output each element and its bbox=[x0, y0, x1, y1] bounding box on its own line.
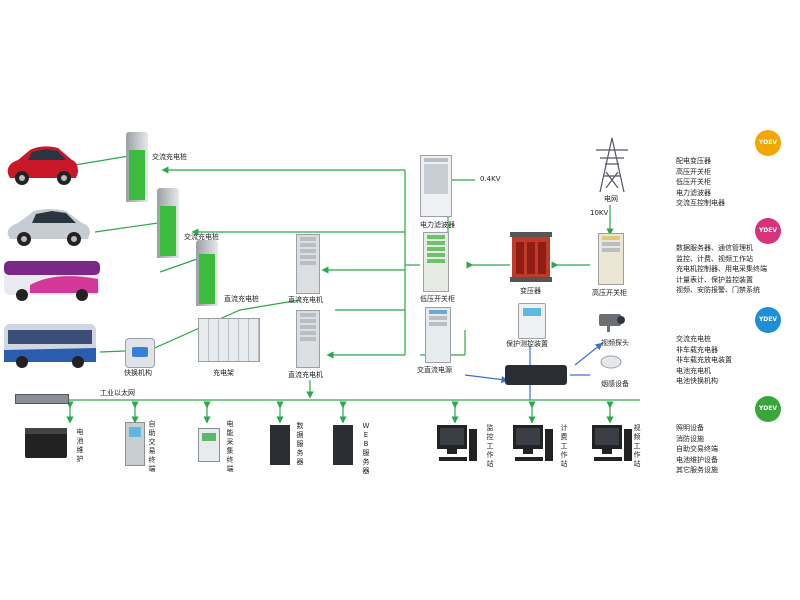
dc-charger-2-label: 直流充电机 bbox=[288, 371, 323, 379]
protection-device bbox=[518, 303, 546, 339]
ac-charging-pile-2 bbox=[157, 188, 179, 258]
ac-pile-2-label: 交流充电桩 bbox=[184, 233, 219, 241]
swap-label: 快换机构 bbox=[124, 369, 152, 377]
low-switch-label: 低压开关柜 bbox=[420, 295, 455, 303]
kiosk-label: 自助交易终端 bbox=[148, 420, 156, 473]
list-item: 电池充电机 bbox=[676, 366, 711, 375]
panel-charging-header: 充电系统 bbox=[655, 311, 780, 328]
list-item: 交流充电桩 bbox=[676, 335, 711, 343]
voltage-04-label: 0.4KV bbox=[480, 175, 501, 183]
list-item: 非车载充放电装置 bbox=[676, 356, 732, 364]
network-switch-icon bbox=[505, 365, 567, 385]
monitor-workstation-icon bbox=[437, 425, 477, 461]
blue-bus-icon bbox=[4, 324, 96, 368]
battery-label: 电池维护 bbox=[76, 428, 84, 463]
charging-rack bbox=[198, 318, 260, 362]
dc-charger-cabinet-1 bbox=[296, 234, 320, 294]
list-item: 自助交易终端 bbox=[676, 445, 718, 453]
camera-icon bbox=[599, 314, 625, 332]
low-voltage-switchgear bbox=[423, 232, 449, 292]
dc-charging-pile bbox=[196, 240, 218, 306]
panel-distribution-list: 配电变压器 高压开关柜 低压开关柜 电力滤波器 交流互控制电器 bbox=[676, 156, 725, 209]
video-workstation-icon bbox=[592, 425, 632, 461]
smoke-label: 烟感设备 bbox=[601, 380, 629, 388]
data-server-label: 数据服务器 bbox=[296, 422, 304, 466]
list-item: 配电变压器 bbox=[676, 157, 711, 165]
panel-charging-title: 充电系统 bbox=[663, 314, 703, 325]
panel-facilities-list: 照明设备 消防设施 自助交易终端 电池维护设备 其它服务设施 bbox=[676, 423, 718, 476]
red-sedan-icon bbox=[7, 146, 78, 185]
list-item: 电力滤波器 bbox=[676, 188, 711, 197]
grid-label: 电网 bbox=[604, 195, 618, 203]
dc-charger-1-label: 直流充电机 bbox=[288, 296, 323, 304]
billing-workstation-icon bbox=[513, 425, 553, 461]
pink-bus-icon bbox=[4, 261, 100, 301]
energy-terminal-label: 电能采集终端 bbox=[226, 420, 234, 473]
filter-label: 电力滤波器 bbox=[420, 221, 455, 229]
energy-terminal-icon bbox=[198, 428, 220, 462]
smoke-detector-icon bbox=[600, 355, 622, 369]
panel-facilities-title: 配套设施 bbox=[663, 403, 703, 414]
high-switch-label: 高压开关柜 bbox=[592, 289, 627, 297]
panel-facilities-header: 配套设施 bbox=[655, 400, 780, 417]
web-server-icon bbox=[333, 425, 353, 465]
ydev-badge-icon: YDEV bbox=[755, 307, 781, 333]
acdc-power-label: 交直流电源 bbox=[417, 366, 452, 374]
list-item: 视频、安防报警、门禁系统 bbox=[676, 286, 760, 294]
panel-monitoring-header: 监控系统 bbox=[655, 222, 780, 239]
kiosk-icon bbox=[125, 422, 145, 466]
panel-monitoring-list: 数据服务器、通信管理机 监控、计费、视频工作站 充电机控制器、用电采集终端 计量… bbox=[676, 243, 767, 296]
voltage-10-label: 10KV bbox=[590, 209, 609, 217]
list-item: 充电机控制器、用电采集终端 bbox=[676, 265, 767, 273]
list-item: 交流互控制电器 bbox=[676, 199, 725, 207]
monitor-ws-label: 监控工作站 bbox=[486, 424, 494, 468]
power-tower-icon bbox=[596, 137, 628, 193]
list-item: 低压开关柜 bbox=[676, 178, 711, 186]
billing-ws-label: 计费工作站 bbox=[560, 424, 568, 468]
rack-label: 充电架 bbox=[213, 369, 234, 377]
high-voltage-switchgear bbox=[598, 233, 624, 285]
camera-label: 视频探头 bbox=[601, 339, 629, 347]
list-item: 高压开关柜 bbox=[676, 167, 711, 176]
silver-sedan-icon bbox=[7, 209, 90, 246]
video-ws-label: 视频工作站 bbox=[633, 424, 641, 468]
list-item: 监控、计费、视频工作站 bbox=[676, 254, 753, 263]
panel-distribution-title: 配电系统 bbox=[663, 137, 703, 148]
ac-pile-1-label: 交流充电桩 bbox=[152, 153, 187, 161]
panel-distribution-header: 配电系统 bbox=[655, 134, 780, 151]
list-item: 非车载充电器 bbox=[676, 345, 718, 354]
protect-label: 保护测控装置 bbox=[506, 340, 548, 348]
list-item: 照明设备 bbox=[676, 424, 704, 432]
panel-charging-list: 交流充电桩 非车载充电器 非车载充放电装置 电池充电机 电池快换机构 bbox=[676, 334, 732, 387]
list-item: 计量表计、保护监控装置 bbox=[676, 275, 753, 284]
swap-mechanism bbox=[125, 338, 155, 368]
dc-charger-cabinet-2 bbox=[296, 310, 320, 368]
data-server-icon bbox=[270, 425, 290, 465]
acdc-power-cabinet bbox=[425, 307, 451, 363]
ethernet-label: 工业以太网 bbox=[100, 389, 135, 397]
list-item: 消防设施 bbox=[676, 434, 704, 443]
ac-charging-pile-1 bbox=[126, 132, 148, 202]
dc-pile-label: 直流充电桩 bbox=[224, 295, 259, 303]
list-item: 其它服务设施 bbox=[676, 466, 718, 474]
transformer-label: 变压器 bbox=[520, 287, 541, 295]
ydev-badge-icon: YDEV bbox=[755, 218, 781, 244]
list-item: 电池维护设备 bbox=[676, 455, 718, 464]
transformer-icon bbox=[510, 232, 552, 282]
ydev-badge-icon: YDEV bbox=[755, 130, 781, 156]
battery-icon bbox=[25, 428, 67, 458]
ydev-badge-icon: YDEV bbox=[755, 396, 781, 422]
list-item: 电池快换机构 bbox=[676, 377, 718, 385]
panel-monitoring-title: 监控系统 bbox=[663, 225, 703, 236]
ethernet-switch-icon bbox=[15, 394, 69, 404]
list-item: 数据服务器、通信管理机 bbox=[676, 244, 753, 252]
power-filter-cabinet bbox=[420, 155, 452, 217]
web-server-label: WEB服务器 bbox=[362, 422, 370, 475]
